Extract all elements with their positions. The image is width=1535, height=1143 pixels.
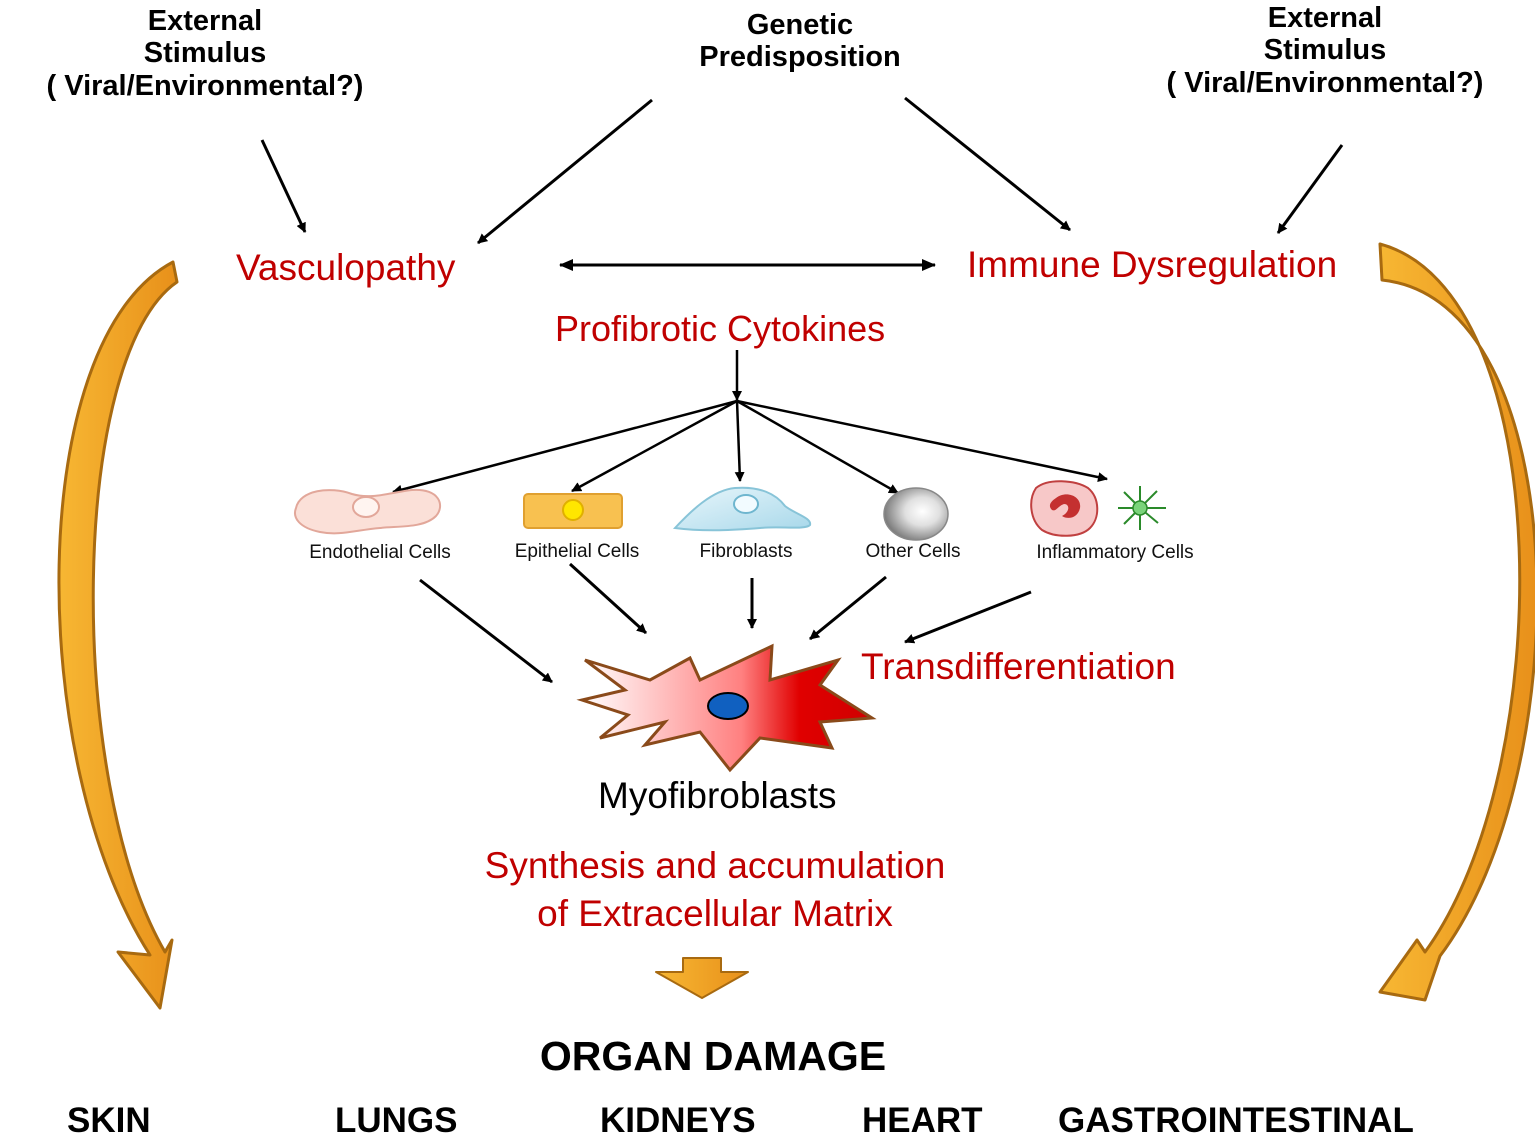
ecm-label: Synthesis and accumulation of Extracellu… xyxy=(484,845,946,935)
right-curved-arrow xyxy=(1378,242,1535,1002)
arrow-to-inflammatory xyxy=(736,399,1108,483)
fibroblast-icon xyxy=(672,486,812,532)
cell-label-endothelial: Endothelial Cells xyxy=(309,542,451,563)
arrow-stimulus-to-immune xyxy=(1276,144,1344,234)
arrow-inflammatory-to-myo xyxy=(904,590,1032,644)
arrow-to-epithelial xyxy=(571,399,738,493)
organ-damage-down-arrow xyxy=(655,957,749,999)
stimulus-right-label: External Stimulus ( Viral/Environmental?… xyxy=(1166,2,1484,99)
organ-lungs: LUNGS xyxy=(335,1101,458,1140)
arrow-to-fibroblast xyxy=(734,400,745,482)
arrow-other-to-myo xyxy=(809,575,887,641)
inflammatory-cell-icon xyxy=(1030,480,1166,537)
organ-heart: HEART xyxy=(862,1101,983,1140)
profibrotic-cytokines-label: Profibrotic Cytokines xyxy=(555,308,886,349)
epithelial-cell-icon xyxy=(523,493,623,529)
immune-dysregulation-label: Immune Dysregulation xyxy=(967,244,1338,285)
arrow-endothelial-to-myo xyxy=(419,578,553,684)
other-cell-icon xyxy=(883,487,949,541)
arrow-stimulus-to-vasculopathy xyxy=(260,139,307,233)
organ-skin: SKIN xyxy=(67,1101,151,1140)
arrow-genetic-to-vasculopathy xyxy=(477,98,653,245)
arrow-to-other-cells xyxy=(736,399,899,495)
cell-label-fibroblasts: Fibroblasts xyxy=(699,541,793,562)
arrow-to-endothelial xyxy=(392,399,738,495)
cell-label-other: Other Cells xyxy=(865,541,961,562)
genetic-predisposition-label: Genetic Predisposition xyxy=(699,9,901,74)
myofibroblast-icon xyxy=(576,643,877,773)
organ-kidneys: KIDNEYS xyxy=(600,1101,756,1140)
left-curved-arrow xyxy=(57,260,179,1010)
stimulus-left-label: External Stimulus ( Viral/Environmental?… xyxy=(46,5,364,102)
arrow-genetic-to-immune xyxy=(904,96,1071,232)
organ-gastrointestinal: GASTROINTESTINAL xyxy=(1058,1101,1414,1140)
vasculopathy-label: Vasculopathy xyxy=(236,247,456,288)
myofibroblasts-label: Myofibroblasts xyxy=(598,775,837,816)
endothelial-cell-icon xyxy=(294,488,441,535)
transdifferentiation-label: Transdifferentiation xyxy=(861,646,1176,687)
cell-label-epithelial: Epithelial Cells xyxy=(514,541,640,562)
arrow-epithelial-to-myo xyxy=(568,562,648,635)
organ-damage-title: ORGAN DAMAGE xyxy=(539,1033,887,1079)
cell-label-inflammatory: Inflammatory Cells xyxy=(1036,542,1194,563)
